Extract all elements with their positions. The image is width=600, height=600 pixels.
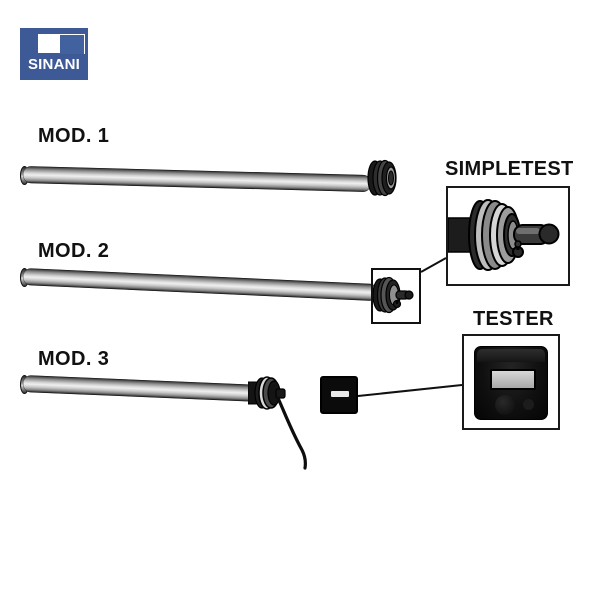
tester-small-display: [331, 391, 349, 397]
tube-body-mod-3: [22, 375, 256, 402]
end-fitting-mod-2: [372, 276, 418, 314]
detail-box-simpletest: [446, 186, 570, 286]
tube-body-mod-1: [22, 166, 372, 193]
end-fitting-mod-1: [366, 159, 400, 197]
end-fitting-mod-3: [247, 374, 296, 414]
tester-display: [490, 369, 536, 390]
tester-device-large: [474, 346, 548, 420]
detail-title-simpletest: SIMPLETEST: [445, 158, 574, 180]
logo-mark-white-block: [38, 34, 60, 53]
sinani-logo: SINANI: [20, 28, 88, 80]
simpletest-illustration: [448, 199, 560, 271]
tester-device-small: [320, 376, 358, 414]
model-label-mod-2: MOD. 2: [38, 240, 110, 262]
model-label-mod-3: MOD. 3: [38, 348, 110, 370]
tube-body-mod-2: [22, 268, 379, 302]
logo-wordmark: SINANI: [27, 56, 81, 73]
sensor-cable-mod-3: [276, 396, 307, 470]
tester-knob: [495, 395, 515, 415]
tester-button: [523, 399, 534, 410]
model-label-mod-1: MOD. 1: [38, 125, 110, 147]
logo-mark-blue-block: [58, 34, 85, 54]
tester-top-band: [477, 349, 545, 362]
detail-box-tester: [462, 334, 560, 430]
detail-title-tester: TESTER: [473, 308, 554, 330]
callout-box-mod-2: [371, 268, 421, 324]
